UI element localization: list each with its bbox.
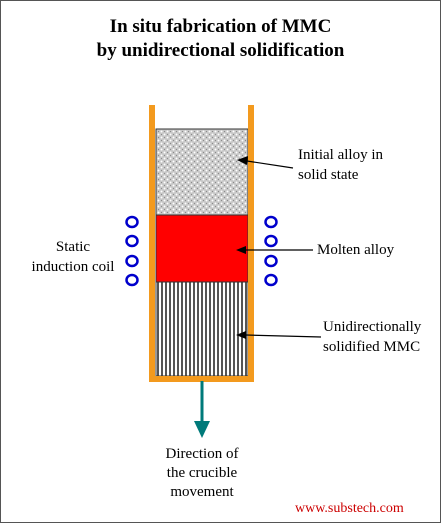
coil-ring-icon <box>125 234 139 248</box>
initial-alloy-label: Initial alloy in solid state <box>298 145 383 185</box>
induction-coil-label-line-2: induction coil <box>31 259 115 275</box>
initial-alloy-label-line-1: Initial alloy in <box>298 147 383 163</box>
coil-ring-icon <box>125 254 139 268</box>
crucible-movement-arrow-icon <box>194 381 210 438</box>
induction-coil-right <box>264 215 278 287</box>
title-line-2: by unidirectional solidification <box>96 40 345 61</box>
solidified-mmc-region <box>155 281 249 377</box>
solidified-mmc-label: Unidirectionally solidified MMC <box>323 317 421 357</box>
initial-alloy-label-line-2: solid state <box>298 167 359 183</box>
direction-label-line-2: the crucible <box>166 465 238 481</box>
coil-ring-icon <box>264 273 278 287</box>
initial-alloy-region <box>155 128 249 216</box>
direction-label: Direction of the crucible movement <box>142 445 262 502</box>
watermark-url: www.substech.com <box>295 501 404 516</box>
solidified-mmc-label-line-2: solidified MMC <box>323 339 421 355</box>
coil-ring-icon <box>264 254 278 268</box>
coil-ring-icon <box>125 273 139 287</box>
diagram-title: In situ fabrication of MMC by unidirecti… <box>1 15 440 63</box>
title-line-1: In situ fabrication of MMC <box>109 16 332 37</box>
coil-ring-icon <box>125 215 139 229</box>
coil-ring-icon <box>264 234 278 248</box>
solidified-mmc-label-line-1: Unidirectionally <box>323 319 422 335</box>
induction-coil-left <box>125 215 139 287</box>
direction-label-line-3: movement <box>170 484 234 500</box>
molten-alloy-label: Molten alloy <box>317 242 395 258</box>
coil-ring-icon <box>264 215 278 229</box>
induction-coil-label: Static induction coil <box>25 237 121 277</box>
pointer-arrow-molten-alloy <box>236 246 313 254</box>
direction-label-line-1: Direction of <box>165 446 239 462</box>
molten-alloy-region <box>155 214 249 283</box>
pointer-arrow-initial-alloy <box>237 156 294 169</box>
crucible-wall <box>149 105 254 382</box>
pointer-arrow-solidified-mmc <box>236 331 322 339</box>
induction-coil-label-line-1: Static <box>55 239 91 255</box>
